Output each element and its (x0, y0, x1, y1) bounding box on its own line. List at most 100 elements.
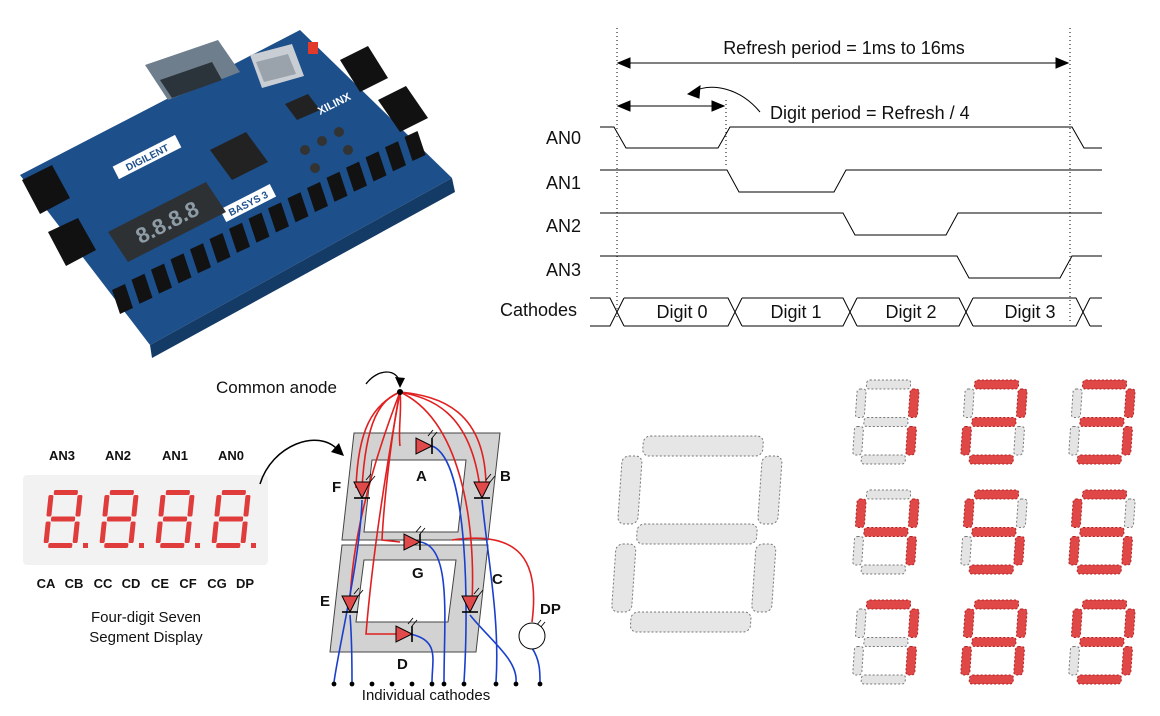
digit-3-segment-d (1077, 455, 1122, 464)
timing-labels: Refresh period = 1ms to 16ms Digit perio… (500, 38, 1056, 322)
digit-6-segment-g (1080, 528, 1125, 537)
digit-8-segment-d (969, 675, 1014, 684)
bus-digit-0: Digit 0 (656, 302, 707, 322)
digit-7-segment-a (866, 600, 911, 609)
digit-9-segment-d (1077, 675, 1122, 684)
digit-6-segment-d (1077, 565, 1122, 574)
segment-outline-digit (610, 436, 784, 632)
digit-5-segment-b (1016, 499, 1027, 528)
cathode-label-dp: DP (236, 576, 254, 591)
display-decimal-point (195, 543, 200, 548)
digit-1-segment-d (861, 455, 906, 464)
cathode-label-ca: CA (37, 576, 56, 591)
cathode-terminal (350, 682, 355, 687)
digit-8-segment-c (1014, 647, 1025, 676)
digit-4-segment-c (906, 537, 917, 566)
digit-5-segment-g (972, 528, 1017, 537)
digit-1-segment-c (906, 427, 917, 456)
display-digit-segment-d (216, 543, 241, 548)
digit-2-segment-e (961, 427, 972, 456)
display-digit-segment-g (163, 517, 188, 522)
common-anode-label: Common anode (216, 378, 337, 397)
digit-5-segment-f (963, 499, 974, 528)
digit-7-segment-f (855, 609, 866, 638)
digit-2-segment-b (1016, 389, 1027, 418)
outline-segment-c (751, 544, 776, 612)
display-to-schematic-arrow (260, 440, 338, 484)
cathode-terminal (370, 682, 375, 687)
digit-2-segment-d (969, 455, 1014, 464)
digit-4-segment-e (853, 537, 864, 566)
cathode-terminal (538, 682, 543, 687)
individual-cathodes-label: Individual cathodes (362, 687, 490, 704)
timing-diagram (590, 28, 1102, 326)
signal-label-an0: AN0 (546, 128, 581, 148)
digit-3-segment-a (1082, 380, 1127, 389)
digit-9-segment-f (1071, 609, 1082, 638)
segment-label-d: D (397, 656, 408, 673)
digit-6-segment-b (1124, 499, 1135, 528)
outline-segment-d (630, 612, 751, 632)
cathode-terminal (332, 682, 337, 687)
cathode-terminal (494, 682, 499, 687)
cathode-wire (532, 648, 540, 682)
digit-9-segment-e (1069, 647, 1080, 676)
digit-9-segment-c (1122, 647, 1133, 676)
display-digit-segment-d (160, 543, 185, 548)
digit-8-segment-g (972, 638, 1017, 647)
segment-label-dp: DP (540, 601, 561, 618)
cathode-terminal (514, 682, 519, 687)
digit-7-segment-d (861, 675, 906, 684)
outline-segment-g (636, 524, 757, 544)
segment-label-b: B (500, 468, 511, 485)
display-digit-segment-g (107, 517, 132, 522)
cathode-label-cg: CG (207, 576, 227, 591)
digit-3-segment-f (1071, 389, 1082, 418)
outline-segment-f (618, 456, 643, 524)
anode-label-an1: AN1 (162, 448, 188, 463)
cathode-label-cc: CC (94, 576, 113, 591)
display-digit-segment-a (54, 490, 79, 495)
digit-period-label: Digit period = Refresh / 4 (770, 103, 970, 123)
dp-diode-circle (519, 623, 545, 649)
digit-1-segment-a (866, 380, 911, 389)
digit-2-segment-a (974, 380, 1019, 389)
segment-label-c: C (492, 571, 503, 588)
digit-7-segment-e (853, 647, 864, 676)
display-digit-segment-d (48, 543, 73, 548)
digit-7-segment-g (864, 638, 909, 647)
cathodes-signal-label: Cathodes (500, 300, 577, 320)
segment-label-e: E (320, 593, 330, 610)
digit-7-segment-c (906, 647, 917, 676)
cathode-terminal (410, 682, 415, 687)
bus-digit-3: Digit 3 (1004, 302, 1055, 322)
display-digit-segment-g (219, 517, 244, 522)
signal-label-an2: AN2 (546, 216, 581, 236)
digit-3-segment-g (1080, 418, 1125, 427)
common-anode-pointer (366, 372, 400, 384)
digit-8-segment-a (974, 600, 1019, 609)
common-anode-node (397, 389, 403, 395)
digit-9-segment-a (1082, 600, 1127, 609)
bus-tail (1090, 298, 1102, 326)
digit-1-segment-f (855, 389, 866, 418)
cathode-terminal (430, 682, 435, 687)
signal-label-an3: AN3 (546, 260, 581, 280)
outline-segment-a (642, 436, 763, 456)
refresh-period-label: Refresh period = 1ms to 16ms (723, 38, 965, 58)
digit-2-segment-c (1014, 427, 1025, 456)
anode-label-an3: AN3 (49, 448, 75, 463)
digit-4-segment-b (908, 499, 919, 528)
an1-waveform (600, 170, 1102, 192)
bus-digit-1: Digit 1 (770, 302, 821, 322)
digit-6-segment-c (1122, 537, 1133, 566)
digit-1-segment-b (908, 389, 919, 418)
an0-waveform (600, 127, 1102, 148)
display-digit-segment-a (110, 490, 135, 495)
digit-1-segment-e (853, 427, 864, 456)
digit-2-segment-f (963, 389, 974, 418)
signal-label-an1: AN1 (546, 173, 581, 193)
display-caption-line1: Four-digit Seven (91, 609, 201, 626)
display-digit-segment-d (104, 543, 129, 548)
